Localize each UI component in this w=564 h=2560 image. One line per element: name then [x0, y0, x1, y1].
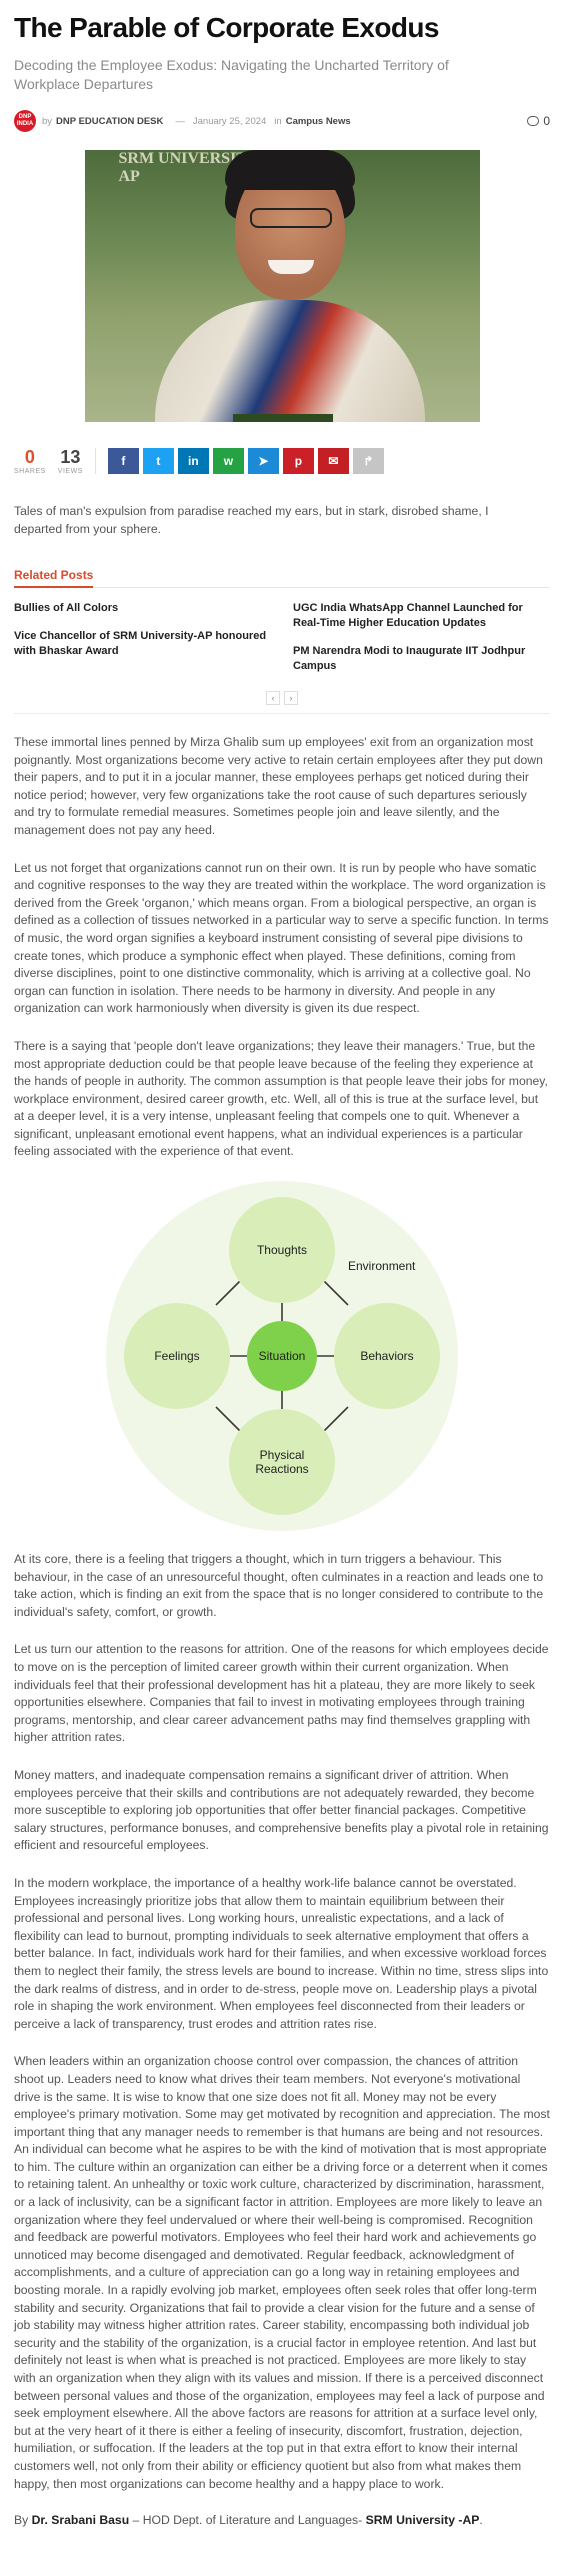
body-paragraph: Let us turn our attention to the reasons… — [14, 1642, 549, 1745]
body-paragraph: At its core, there is a feeling that tri… — [14, 1552, 544, 1619]
author-byline: By Dr. Srabani Basu – HOD Dept. of Liter… — [14, 2513, 550, 2527]
hero-sign-text: SRM UNIVERSITY AP — [118, 150, 258, 185]
comment-count: 0 — [543, 114, 550, 128]
byline-end: . — [479, 2513, 483, 2528]
byline-name: Dr. Srabani Basu — [31, 2513, 130, 2528]
linkedin-share-button[interactable]: in — [177, 448, 209, 474]
hero-hair-top — [224, 150, 355, 190]
facebook-icon: f — [121, 454, 126, 468]
hero-caption-bar — [232, 414, 333, 422]
comments-link[interactable]: 0 — [527, 114, 550, 128]
by-label: by — [42, 115, 53, 127]
body-paragraph: In the modern workplace, the importance … — [14, 1875, 549, 2031]
related-heading: Related Posts — [14, 568, 94, 588]
meta-dash: — — [175, 115, 185, 127]
views-stat: 13 VIEWS — [58, 448, 83, 475]
feelings-node: Feelings — [124, 1303, 230, 1410]
facebook-share-button[interactable]: f — [107, 448, 139, 474]
body-paragraph: There is a saying that 'people don't lea… — [14, 1038, 548, 1159]
twitter-share-button[interactable]: t — [142, 448, 174, 474]
environment-label: Environment — [348, 1259, 416, 1274]
in-label: in — [274, 115, 282, 127]
email-share-button[interactable]: ✉ — [317, 448, 349, 474]
article-title: The Parable of Corporate Exodus — [14, 12, 439, 43]
related-pager: ‹ › — [14, 691, 550, 714]
article-body-top: These immortal lines penned by Mirza Gha… — [14, 734, 550, 1161]
byline-middle: – HOD Dept. of Literature and Languages- — [129, 2513, 366, 2528]
byline-prefix: By — [14, 2513, 32, 2528]
share-share-button[interactable]: ↱ — [352, 448, 384, 474]
related-posts: Related Posts Bullies of All Colors Vice… — [14, 566, 550, 714]
shares-stat: 0 SHARES — [14, 448, 46, 475]
pinterest-icon: p — [294, 454, 303, 468]
prev-page-button[interactable]: ‹ — [266, 691, 280, 705]
featured-image: SRM UNIVERSITY AP — [84, 150, 480, 422]
lede-quote: Tales of man's expulsion from paradise r… — [14, 504, 489, 536]
article-meta: DNP INDIA by DNP EDUCATION DESK — Januar… — [14, 108, 550, 134]
next-page-button[interactable]: › — [284, 691, 298, 705]
related-grid: Bullies of All Colors Vice Chancellor of… — [14, 601, 550, 687]
physical-reactions-node: Physical Reactions — [229, 1409, 335, 1516]
pinterest-share-button[interactable]: p — [282, 448, 314, 474]
share-icon: ↱ — [363, 454, 374, 468]
related-column-right: UGC India WhatsApp Channel Launched for … — [293, 601, 550, 687]
body-paragraph: Let us not forget that organizations can… — [14, 860, 549, 1016]
related-item[interactable]: PM Narendra Modi to Inaugurate IIT Jodhp… — [293, 645, 526, 672]
body-paragraph: When leaders within an organization choo… — [14, 2054, 550, 2491]
related-item[interactable]: Vice Chancellor of SRM University-AP hon… — [14, 630, 267, 657]
author-avatar[interactable]: DNP INDIA — [14, 110, 36, 132]
telegram-icon: ➤ — [258, 454, 269, 468]
linkedin-icon: in — [188, 454, 199, 468]
body-paragraph: These immortal lines penned by Mirza Gha… — [14, 735, 543, 837]
share-bar: 0 SHARES 13 VIEWS f t in w ➤ p ✉ ↱ — [14, 446, 550, 476]
byline-org: SRM University -AP — [365, 2513, 480, 2528]
telegram-share-button[interactable]: ➤ — [247, 448, 279, 474]
hero-smile — [267, 260, 314, 274]
related-divider — [14, 587, 550, 588]
article-body-bottom: At its core, there is a feeling that tri… — [14, 1551, 550, 2493]
article-subtitle: Decoding the Employee Exodus: Navigating… — [14, 57, 449, 92]
situation-node: Situation — [247, 1321, 317, 1392]
share-divider — [94, 448, 96, 474]
share-buttons: f t in w ➤ p ✉ ↱ — [107, 448, 388, 474]
whatsapp-share-button[interactable]: w — [212, 448, 244, 474]
shares-label: SHARES — [14, 467, 46, 475]
body-paragraph: Money matters, and inadequate compensati… — [14, 1768, 549, 1853]
views-label: VIEWS — [57, 467, 83, 475]
related-column-left: Bullies of All Colors Vice Chancellor of… — [14, 601, 271, 687]
publish-date: January 25, 2024 — [192, 115, 267, 127]
category-link[interactable]: Campus News — [285, 115, 351, 127]
hero-glasses — [249, 208, 332, 228]
behaviors-node: Behaviors — [334, 1303, 440, 1410]
thoughts-node: Thoughts — [229, 1197, 335, 1304]
shares-count: 0 — [24, 446, 35, 467]
email-icon: ✉ — [328, 454, 339, 468]
comment-bubble-icon — [527, 116, 540, 126]
views-count: 13 — [60, 446, 81, 467]
related-item[interactable]: UGC India WhatsApp Channel Launched for … — [293, 602, 523, 629]
connector-top-right — [319, 1276, 349, 1306]
cbt-diagram: Thoughts Feelings Behaviors Physical Rea… — [106, 1181, 458, 1532]
author-link[interactable]: DNP EDUCATION DESK — [56, 115, 164, 127]
whatsapp-icon: w — [223, 454, 234, 468]
related-item[interactable]: Bullies of All Colors — [14, 602, 119, 614]
twitter-icon: t — [156, 454, 161, 468]
hero-saree — [154, 300, 425, 422]
